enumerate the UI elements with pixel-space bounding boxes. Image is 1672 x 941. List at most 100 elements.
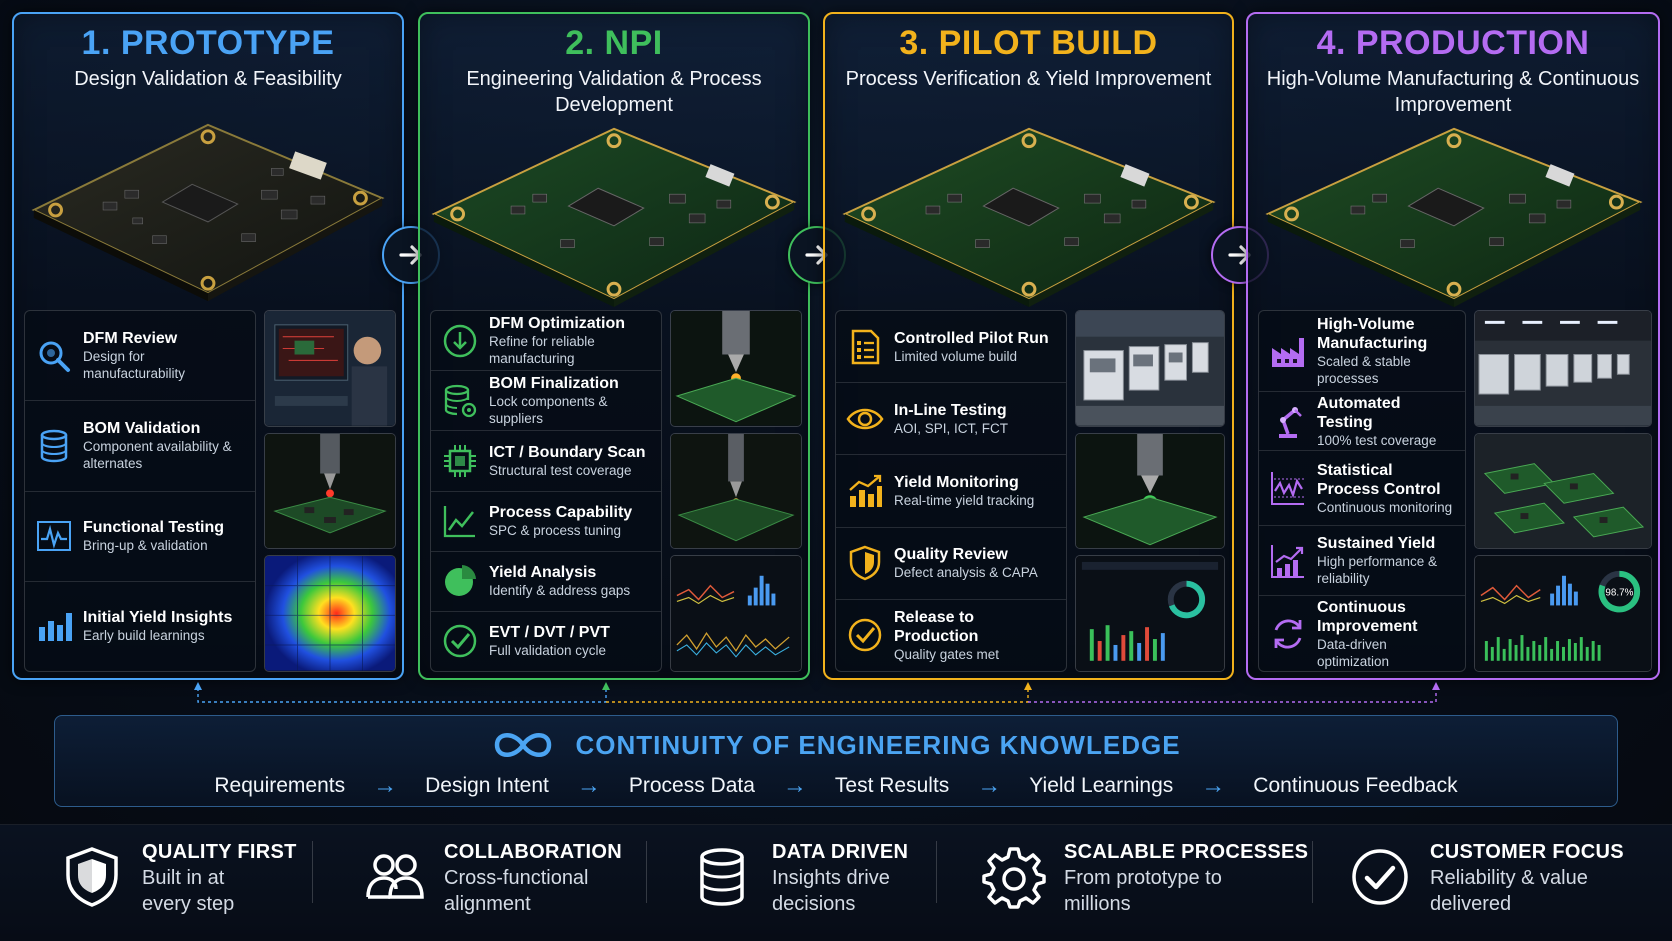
item-title: DFM Review: [83, 330, 178, 348]
stage-subtitle: High-Volume Manufacturing & Continuous I…: [1266, 68, 1640, 116]
infinity-icon: [495, 733, 552, 757]
waveform-icon: [35, 517, 73, 555]
pcb-board-image: [14, 106, 402, 316]
item-desc: High performance & reliability: [1317, 554, 1438, 587]
eye-icon: [846, 400, 884, 438]
database-icon: [35, 427, 73, 465]
probe-station-photo: [264, 432, 396, 550]
test-probe-photo: [670, 432, 802, 550]
yield-dashboard-image: [1075, 555, 1225, 673]
check-circle-icon: [1348, 845, 1412, 909]
growth-bars-icon: [846, 472, 884, 510]
value-line: From prototype to: [1064, 867, 1222, 889]
stage-subtitle: Engineering Validation & Process Develop…: [466, 68, 762, 116]
stage-thumbnails: 98.7%: [1474, 310, 1652, 673]
flow-step: Continuous Feedback: [1253, 774, 1458, 797]
value-line: alignment: [444, 893, 531, 915]
item-title: Continuous Improvement: [1317, 598, 1418, 635]
stage-subtitle: Design Validation & Feasibility: [74, 68, 342, 90]
download-circle-icon: [441, 322, 479, 360]
item-title: Quality Review: [894, 546, 1008, 564]
control-chart-icon: [1269, 469, 1307, 507]
item-desc: Limited volume build: [894, 348, 1018, 364]
flow-arrow-icon: →: [1201, 772, 1226, 799]
stage-title: 4. PRODUCTION: [1316, 24, 1590, 62]
item-title: In-Line Testing: [894, 401, 1007, 419]
dispensing-head-photo: [670, 310, 802, 427]
item-desc: Refine for reliable manufacturing: [489, 334, 595, 367]
value-line: delivered: [1430, 893, 1512, 915]
flow-step: Design Intent: [425, 774, 549, 797]
magnifier-icon: [35, 337, 73, 375]
divider: [646, 841, 647, 903]
shield-check-icon: [846, 544, 884, 582]
divider: [1312, 841, 1313, 903]
production-dashboard-image: 98.7%: [1474, 555, 1652, 673]
stage-thumbnails: [670, 310, 802, 673]
database-settings-icon: [441, 382, 479, 420]
item-desc: Real-time yield tracking: [894, 493, 1035, 508]
item-title: Functional Testing: [83, 519, 225, 537]
item-desc: Design for manufacturability: [83, 349, 186, 382]
flow-step: Process Data: [628, 774, 755, 797]
item-desc: Quality gates met: [894, 646, 1000, 662]
divider: [936, 841, 937, 903]
stage-thumbnails: [264, 310, 396, 673]
database-icon: [690, 845, 754, 909]
pcb-board-image: [420, 106, 808, 316]
flow-step: Requirements: [214, 774, 346, 797]
check-circle-icon: [846, 616, 884, 654]
growth-bars-icon: [1269, 542, 1307, 580]
item-title: High-Volume Manufacturing: [1317, 316, 1428, 353]
pie-chart-icon: [441, 562, 479, 600]
flow-arrow-icon: →: [782, 772, 807, 799]
item-title: Controlled Pilot Run: [894, 329, 1049, 347]
stage-npi: 2. NPI Engineering Validation & Process …: [418, 12, 810, 680]
check-circle-icon: [441, 622, 479, 660]
stage-subtitle: Process Verification & Yield Improvement: [845, 68, 1212, 90]
item-title: BOM Validation: [83, 420, 201, 438]
value-line: decisions: [772, 893, 856, 915]
value-line: Built in at: [142, 867, 225, 889]
item-title: Release to Production: [894, 608, 979, 645]
factory-icon: [1269, 332, 1307, 370]
people-icon: [362, 845, 426, 909]
item-desc: Component availability & alternates: [83, 439, 232, 472]
item-title: Process Capability: [489, 504, 633, 522]
trend-chart-icon: [441, 502, 479, 540]
checklist-icon: [846, 328, 884, 366]
item-desc: Identify & address gaps: [489, 583, 631, 599]
stage-thumbnails: [1075, 310, 1225, 673]
conveyor-boards-photo: [1474, 432, 1652, 550]
stage-prototype: 1. PROTOTYPE Design Validation & Feasibi…: [12, 12, 404, 680]
flow-step: Test Results: [834, 774, 950, 797]
engineer-workstation-photo: [264, 310, 396, 427]
thermal-map-image: [264, 555, 396, 673]
item-title: Initial Yield Insights: [83, 609, 233, 627]
smt-line-photo: [1075, 310, 1225, 427]
chip-icon: [441, 442, 479, 480]
refresh-icon: [1269, 615, 1307, 653]
stage-title: 3. PILOT BUILD: [899, 24, 1158, 62]
value-title: COLLABORATION: [444, 841, 622, 863]
knowledge-flow: Requirements → Design Intent → Process D…: [55, 772, 1617, 800]
pcb-board-image: [825, 106, 1232, 316]
stage-title: 2. NPI: [565, 24, 663, 62]
